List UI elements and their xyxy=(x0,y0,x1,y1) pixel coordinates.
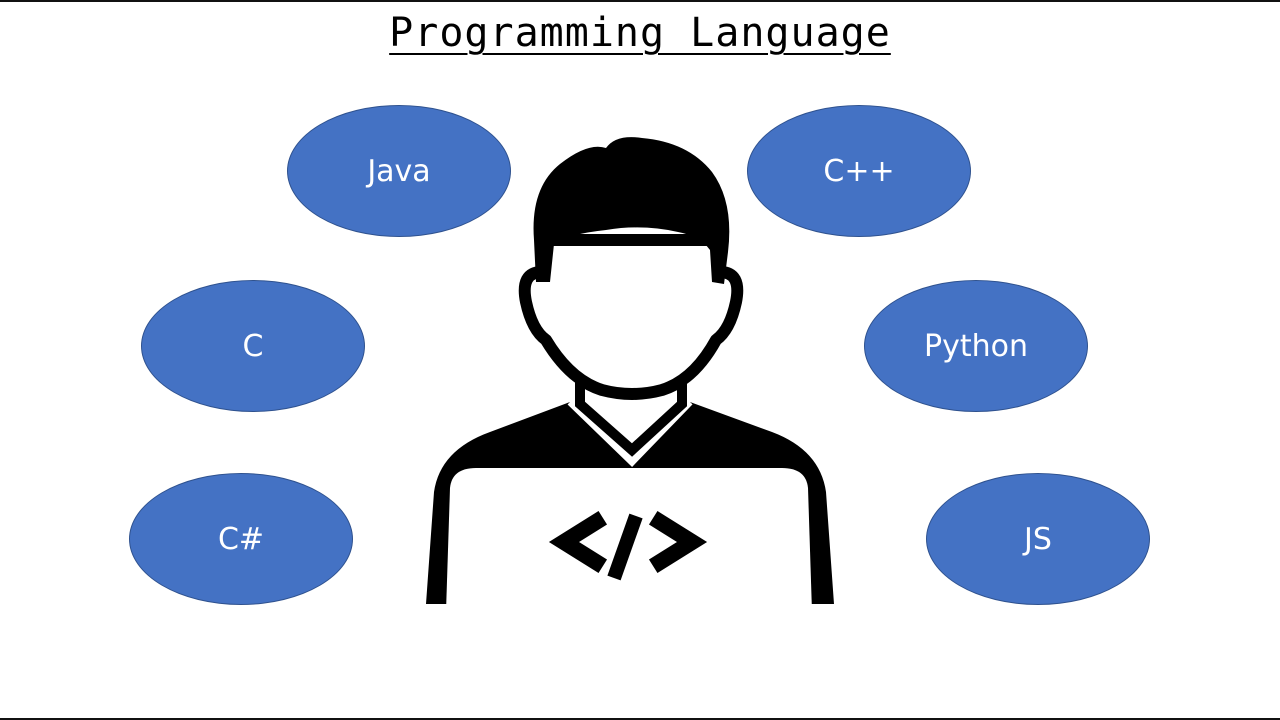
code-symbol-icon xyxy=(548,510,708,581)
language-bubble-cpp: C++ xyxy=(747,105,971,237)
page-title: Programming Language xyxy=(389,10,891,56)
collar-line xyxy=(567,399,693,467)
hair-shape xyxy=(533,137,730,284)
language-bubble-python: Python xyxy=(864,280,1088,412)
language-bubble-csharp: C# xyxy=(129,473,353,605)
language-bubble-c: C xyxy=(141,280,365,412)
language-label: Java xyxy=(367,153,431,189)
language-bubble-java: Java xyxy=(287,105,511,237)
programmer-icon xyxy=(420,132,840,612)
language-label: C xyxy=(242,328,264,364)
language-label: C# xyxy=(217,521,265,557)
language-label: C++ xyxy=(823,153,895,189)
language-bubble-js: JS xyxy=(926,473,1150,605)
language-label: Python xyxy=(924,328,1028,364)
language-label: JS xyxy=(1024,521,1052,557)
face-shape xyxy=(518,234,744,400)
